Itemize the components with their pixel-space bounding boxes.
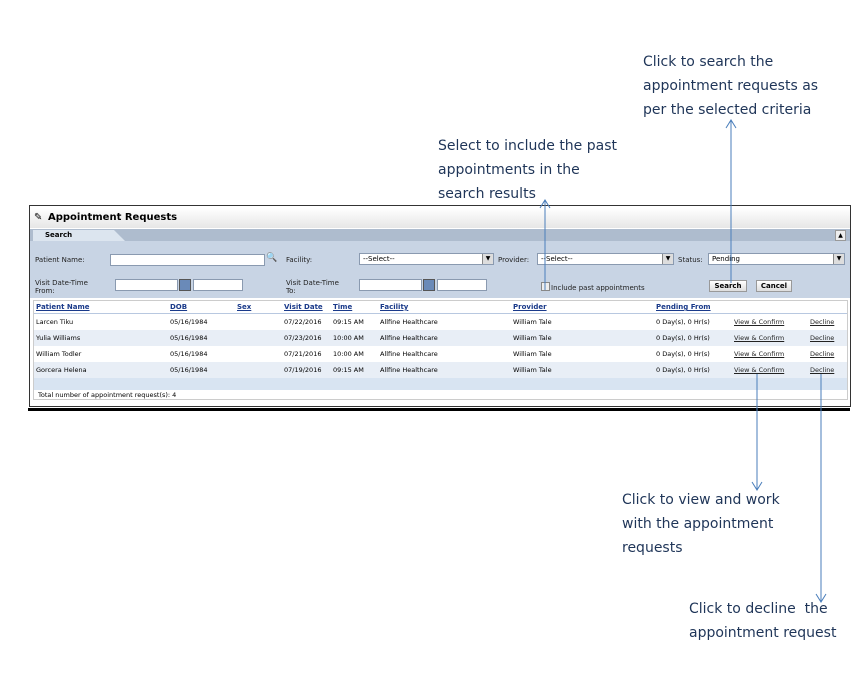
- col-provider[interactable]: Provider: [513, 303, 547, 311]
- cell-date: 07/23/2016: [284, 334, 322, 342]
- decline-link[interactable]: Decline: [810, 318, 835, 326]
- cell-provider: William Tale: [513, 334, 552, 342]
- provider-select[interactable]: --Select-- ▼: [537, 253, 674, 265]
- cell-dob: 05/16/1984: [170, 334, 208, 342]
- cell-name: Larcen Tiku: [36, 318, 74, 326]
- chevron-down-icon: ▼: [482, 254, 493, 264]
- cell-dob: 05/16/1984: [170, 350, 208, 358]
- col-dob[interactable]: DOB: [170, 303, 188, 311]
- header-divider: [34, 313, 847, 314]
- cell-facility: Allfine Healthcare: [380, 350, 438, 358]
- cell-time: 09:15 AM: [333, 318, 364, 326]
- facility-label: Facility:: [286, 256, 313, 264]
- table-row: William Todler 05/16/1984 07/21/2016 10:00 …: [34, 346, 847, 362]
- col-facility[interactable]: Facility: [380, 303, 409, 311]
- total-count: Total number of appointment request(s): …: [38, 391, 177, 399]
- appointment-icon: ✎: [34, 212, 43, 223]
- provider-label: Provider:: [498, 256, 530, 264]
- cancel-button[interactable]: Cancel: [756, 280, 792, 292]
- appointment-requests-panel: ✎ Appointment Requests Search ▲ Patient …: [29, 205, 851, 407]
- cell-date: 07/21/2016: [284, 350, 322, 358]
- search-arrow: [725, 119, 737, 283]
- cell-pending: 0 Day(s), 0 Hr(s): [656, 366, 710, 374]
- view-confirm-link[interactable]: View & Confirm: [734, 334, 785, 342]
- table-row: Larcen Tiku 05/16/1984 07/22/2016 09:15 AM A…: [34, 314, 847, 330]
- status-label: Status:: [678, 256, 703, 264]
- to-time-input[interactable]: [437, 279, 487, 291]
- col-time[interactable]: Time: [333, 303, 353, 311]
- view-confirm-link[interactable]: View & Confirm: [734, 318, 785, 326]
- decline-link[interactable]: Decline: [810, 334, 835, 342]
- search-button[interactable]: Search: [709, 280, 747, 292]
- past-annotation: Select to include the past appointments …: [438, 138, 617, 202]
- cell-name: Gorcera Helena: [36, 366, 87, 374]
- results-table: Patient Name DOB Sex Visit Date Time Fac…: [33, 300, 848, 400]
- from-label: Visit Date-Time From:: [35, 279, 88, 295]
- cell-facility: Allfine Healthcare: [380, 366, 438, 374]
- empty-row: [34, 378, 847, 390]
- view-arrow: [751, 374, 763, 491]
- cell-pending: 0 Day(s), 0 Hr(s): [656, 318, 710, 326]
- cell-pending: 0 Day(s), 0 Hr(s): [656, 334, 710, 342]
- tab-bar: Search ▲: [30, 229, 850, 241]
- cell-dob: 05/16/1984: [170, 318, 208, 326]
- facility-value: --Select--: [363, 255, 395, 263]
- provider-value: --Select--: [541, 255, 573, 263]
- cell-date: 07/22/2016: [284, 318, 322, 326]
- include-past-label: Include past appointments: [551, 284, 645, 292]
- panel-title-bar: ✎ Appointment Requests: [30, 208, 850, 228]
- cell-dob: 05/16/1984: [170, 366, 208, 374]
- cell-provider: William Tale: [513, 318, 552, 326]
- patient-name-label: Patient Name:: [35, 256, 85, 264]
- cell-name: William Todler: [36, 350, 82, 358]
- to-label: Visit Date-Time To:: [286, 279, 339, 295]
- past-arrow: [539, 199, 551, 290]
- cell-facility: Allfine Healthcare: [380, 318, 438, 326]
- decline-annotation: Click to decline the appointment request: [689, 601, 837, 641]
- cell-time: 10:00 AM: [333, 350, 364, 358]
- cell-time: 09:15 AM: [333, 366, 364, 374]
- cell-time: 10:00 AM: [333, 334, 364, 342]
- tab-search[interactable]: Search: [33, 230, 125, 241]
- col-visit-date[interactable]: Visit Date: [284, 303, 323, 311]
- calendar-icon[interactable]: [179, 279, 191, 291]
- table-row: Yulia Williams 05/16/1984 07/23/2016 10:00 …: [34, 330, 847, 346]
- table-row: Gorcera Helena 05/16/1984 07/19/2016 09:15 …: [34, 362, 847, 378]
- cell-date: 07/19/2016: [284, 366, 322, 374]
- decline-arrow: [815, 374, 827, 603]
- cell-facility: Allfine Healthcare: [380, 334, 438, 342]
- decline-link[interactable]: Decline: [810, 366, 835, 374]
- calendar-icon[interactable]: [423, 279, 435, 291]
- cell-pending: 0 Day(s), 0 Hr(s): [656, 350, 710, 358]
- cell-name: Yulia Williams: [36, 334, 81, 342]
- search-icon[interactable]: 🔍: [266, 253, 278, 263]
- search-form: Patient Name: 🔍 Facility: --Select-- ▼ Pr…: [30, 241, 850, 298]
- decline-link[interactable]: Decline: [810, 350, 835, 358]
- col-pending-from[interactable]: Pending From: [656, 303, 711, 311]
- cell-provider: William Tale: [513, 366, 552, 374]
- view-confirm-link[interactable]: View & Confirm: [734, 350, 785, 358]
- chevron-down-icon: ▼: [833, 254, 844, 264]
- collapse-icon[interactable]: ▲: [835, 230, 846, 241]
- col-patient-name[interactable]: Patient Name: [36, 303, 90, 311]
- view-confirm-link[interactable]: View & Confirm: [734, 366, 785, 374]
- patient-name-input[interactable]: [110, 254, 265, 266]
- panel-title: Appointment Requests: [48, 212, 178, 223]
- facility-select[interactable]: --Select-- ▼: [359, 253, 494, 265]
- from-time-input[interactable]: [193, 279, 243, 291]
- to-date-input[interactable]: [359, 279, 422, 291]
- status-value: Pending: [712, 255, 740, 263]
- from-date-input[interactable]: [115, 279, 178, 291]
- chevron-down-icon: ▼: [662, 254, 673, 264]
- status-select[interactable]: Pending ▼: [708, 253, 845, 265]
- divider: [28, 408, 850, 411]
- cell-provider: William Tale: [513, 350, 552, 358]
- view-annotation: Click to view and work with the appointm…: [622, 492, 780, 556]
- col-sex[interactable]: Sex: [237, 303, 252, 311]
- search-annotation: Click to search the appointment requests…: [643, 54, 819, 118]
